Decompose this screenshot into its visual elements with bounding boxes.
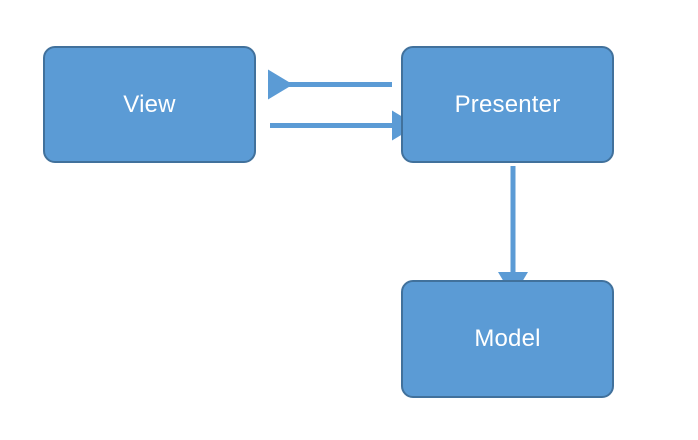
node-view[interactable]: View: [43, 46, 256, 163]
edge-view-to-presenter[interactable]: [266, 115, 402, 135]
node-view-label: View: [123, 90, 176, 118]
node-model-label: Model: [474, 325, 541, 352]
edge-presenter-to-view[interactable]: [258, 74, 398, 94]
node-presenter-label: Presenter: [454, 90, 561, 118]
node-presenter[interactable]: Presenter: [401, 46, 614, 163]
node-model[interactable]: Model: [401, 280, 614, 398]
edge-presenter-to-model[interactable]: [503, 163, 523, 281]
